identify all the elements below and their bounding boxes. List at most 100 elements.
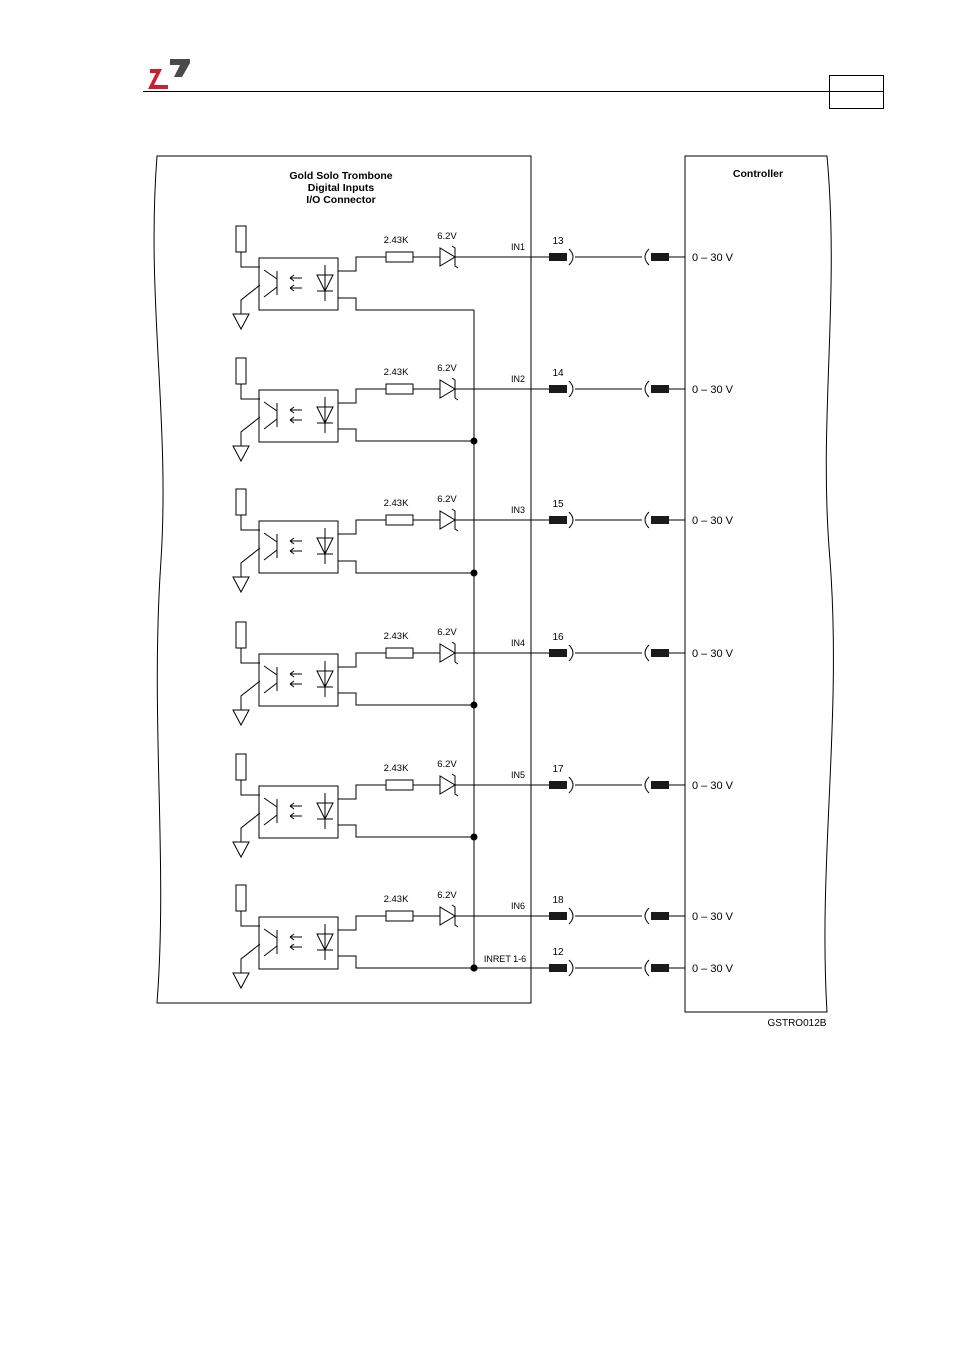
phototransistor-collector — [264, 929, 277, 938]
controller-receptacle — [645, 908, 649, 924]
light-arrows — [290, 275, 302, 291]
pin-receptacle — [569, 777, 573, 793]
controller-plug — [651, 912, 669, 920]
emitter-wire — [241, 681, 260, 710]
pin-receptacle — [569, 512, 573, 528]
ground-symbol — [233, 314, 249, 329]
pin-number: 16 — [552, 632, 564, 643]
controller-plug — [651, 964, 669, 972]
emitter-wire — [241, 417, 260, 446]
phototransistor-emitter — [264, 815, 277, 825]
return-signal-label: INRET 1-6 — [484, 954, 526, 964]
pullup-resistor — [236, 358, 246, 384]
input-wire-a — [338, 785, 386, 799]
phototransistor-collector — [264, 533, 277, 542]
pin-receptacle — [569, 960, 573, 976]
pin-plug — [549, 912, 567, 920]
zener-label: 6.2V — [437, 890, 457, 901]
controller-level: 0 – 30 V — [692, 648, 734, 660]
zener-diode — [440, 776, 455, 794]
pin-number: 15 — [552, 499, 564, 510]
controller-receptacle — [645, 512, 649, 528]
controller-plug — [651, 649, 669, 657]
optocoupler — [259, 917, 338, 969]
ground-symbol — [233, 577, 249, 592]
pin-plug — [549, 385, 567, 393]
zener-diode — [440, 644, 455, 662]
return-wire — [338, 298, 474, 310]
pin-number: 14 — [552, 368, 564, 379]
zener-label: 6.2V — [437, 627, 457, 638]
left-block-title-line2: Digital Inputs — [308, 182, 375, 194]
series-resistor — [386, 252, 413, 262]
signal-label: IN5 — [511, 770, 525, 780]
pullup-resistor — [236, 885, 246, 911]
signal-label: IN3 — [511, 505, 525, 515]
left-block-title-line1: Gold Solo Trombone — [289, 170, 392, 182]
zener-diode — [440, 511, 455, 529]
controller-receptacle — [645, 249, 649, 265]
bus-junction — [471, 702, 478, 709]
return-wire — [338, 561, 474, 573]
controller-plug — [651, 385, 669, 393]
input-channel-6: 2.43K 6.2V IN6 18 0 – 30 V — [233, 885, 734, 988]
series-resistor — [386, 780, 413, 790]
controller-receptacle — [645, 381, 649, 397]
controller-title: Controller — [733, 168, 783, 180]
light-arrows — [290, 671, 302, 687]
resistor-label: 2.43K — [384, 763, 409, 774]
light-arrows — [290, 803, 302, 819]
pin-receptacle — [569, 645, 573, 661]
zener-label: 6.2V — [437, 231, 457, 242]
controller-level: 0 – 30 V — [692, 515, 734, 527]
controller-level: 0 – 30 V — [692, 252, 734, 264]
pullup-resistor — [236, 622, 246, 648]
return-wire — [338, 429, 474, 441]
pin-number: 17 — [552, 764, 564, 775]
ground-symbol — [233, 446, 249, 461]
zener-label: 6.2V — [437, 363, 457, 374]
bus-junction — [471, 438, 478, 445]
pullup-wire — [241, 252, 260, 267]
pin-number: 18 — [552, 895, 564, 906]
input-wire-a — [338, 520, 386, 534]
phototransistor-emitter — [264, 550, 277, 560]
return-wire — [338, 693, 474, 705]
emitter-wire — [241, 285, 260, 314]
controller-receptacle — [645, 777, 649, 793]
pin-plug — [549, 253, 567, 261]
controller-receptacle — [645, 960, 649, 976]
zener-label: 6.2V — [437, 759, 457, 770]
pin-plug — [549, 516, 567, 524]
return-pin-number: 12 — [552, 947, 564, 958]
optocoupler — [259, 390, 338, 442]
input-wire-a — [338, 389, 386, 403]
pin-receptacle — [569, 381, 573, 397]
return-wire — [338, 825, 474, 837]
signal-label: IN6 — [511, 901, 525, 911]
phototransistor-collector — [264, 402, 277, 411]
input-wire-a — [338, 653, 386, 667]
phototransistor-emitter — [264, 683, 277, 693]
controller-level: 0 – 30 V — [692, 911, 734, 923]
zener-diode — [440, 380, 455, 398]
figure-id: GSTRO012B — [768, 1018, 827, 1029]
pullup-resistor — [236, 489, 246, 515]
resistor-label: 2.43K — [384, 235, 409, 246]
pullup-wire — [241, 648, 260, 663]
zener-diode — [440, 907, 455, 925]
phototransistor-emitter — [264, 419, 277, 429]
emitter-wire — [241, 944, 260, 973]
controller-plug — [651, 253, 669, 261]
ground-symbol — [233, 842, 249, 857]
resistor-label: 2.43K — [384, 894, 409, 905]
return-wire — [338, 956, 474, 968]
optocoupler — [259, 521, 338, 573]
ground-symbol — [233, 973, 249, 988]
return-junction — [471, 965, 478, 972]
resistor-label: 2.43K — [384, 631, 409, 642]
